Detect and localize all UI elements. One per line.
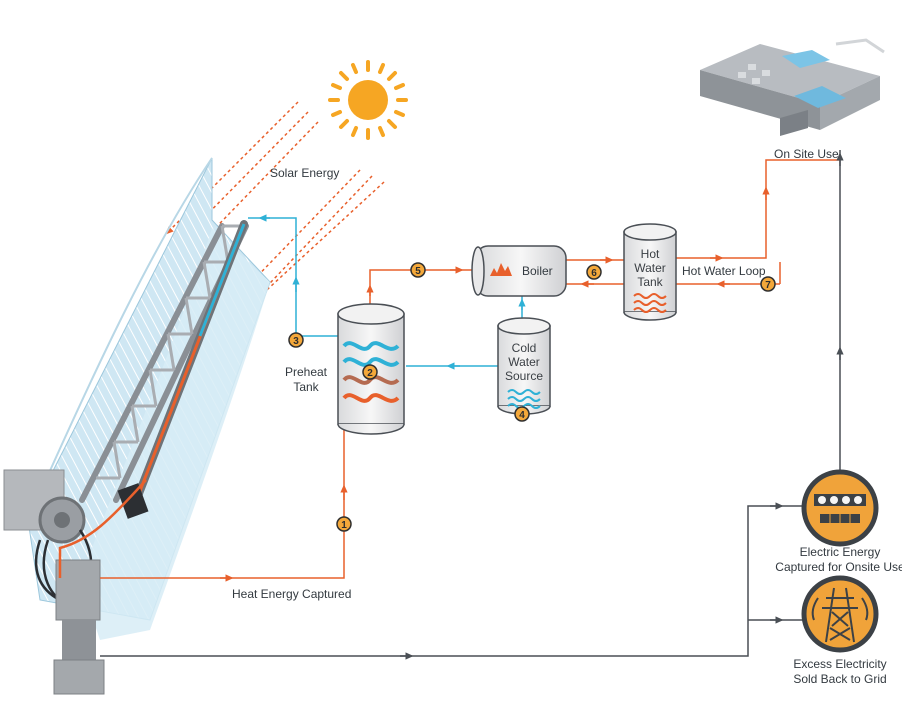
preheat-tank-label: Preheat (285, 365, 328, 379)
flame-icon (490, 263, 512, 276)
boiler-label: Boiler (522, 264, 553, 278)
solar-energy-label: Solar Energy (270, 166, 339, 180)
svg-text:3: 3 (293, 336, 299, 347)
preheat-tank (337, 303, 405, 435)
svg-text:4: 4 (519, 410, 525, 421)
cold-water-label-3: Source (505, 369, 543, 383)
electric-energy-label-2: Captured for Onsite Use (775, 560, 902, 574)
hot-water-tank-label-2: Water (634, 261, 666, 275)
preheat-tank-label-2: Tank (293, 380, 319, 394)
boiler (471, 245, 567, 297)
piping (100, 150, 844, 660)
excess-electricity-label-2: Sold Back to Grid (793, 672, 886, 686)
heat-energy-captured-label: Heat Energy Captured (232, 587, 351, 601)
electric-meter-icon (801, 469, 879, 547)
svg-text:5: 5 (415, 266, 421, 277)
svg-text:6: 6 (591, 268, 597, 279)
svg-text:1: 1 (341, 520, 347, 531)
heat-waves-icon (633, 293, 667, 313)
step-badge-7: 7 (760, 276, 776, 292)
electric-energy-label-1: Electric Energy (800, 545, 881, 559)
hot-water-tank (623, 223, 677, 321)
excess-electricity-label-1: Excess Electricity (793, 657, 886, 671)
power-tower-icon (801, 575, 879, 653)
svg-text:2: 2 (367, 368, 373, 379)
sun-icon (328, 60, 408, 140)
step-badge-2: 2 (362, 364, 378, 380)
cold-water-label-1: Cold (512, 341, 537, 355)
step-badge-6: 6 (586, 264, 602, 280)
svg-text:7: 7 (765, 280, 771, 291)
step-badge-4: 4 (514, 406, 530, 422)
water-waves-icon (507, 389, 541, 409)
hot-water-tank-label-1: Hot (641, 247, 660, 261)
cold-water-label-2: Water (508, 355, 540, 369)
step-badge-1: 1 (336, 516, 352, 532)
step-badge-5: 5 (410, 262, 426, 278)
building-icon (700, 38, 885, 136)
hot-water-tank-label-3: Tank (637, 275, 663, 289)
solar-collector (3, 157, 271, 695)
step-badge-3: 3 (288, 332, 304, 348)
hot-water-loop-label: Hot Water Loop (682, 264, 766, 278)
on-site-use-label: On Site Use (774, 147, 839, 161)
cold-water-source-tank (497, 317, 551, 415)
